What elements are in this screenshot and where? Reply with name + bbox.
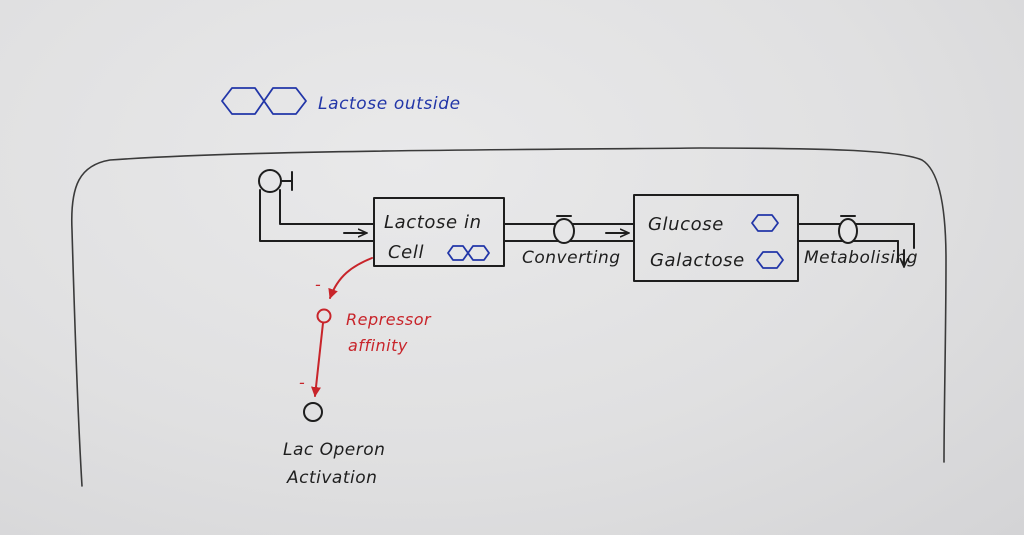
converting-valve-icon[interactable] bbox=[553, 215, 575, 244]
repressor-affinity-node[interactable] bbox=[316, 308, 332, 324]
metabolising-label: Metabolising bbox=[804, 248, 918, 268]
inflow-pipe bbox=[259, 189, 375, 242]
polarity-repressor-to-operon: - bbox=[299, 373, 305, 392]
link-repressor-to-operon bbox=[311, 322, 324, 397]
galactose-molecule-icon bbox=[756, 251, 784, 269]
lac-operon-activation-node[interactable] bbox=[303, 402, 323, 422]
stock-glucose-galactose[interactable]: Glucose Galactose bbox=[633, 194, 799, 282]
lactose-in-cell-label-1: Lactose in bbox=[384, 212, 482, 233]
lac-operon-activation-label-1: Lac Operon bbox=[283, 440, 385, 460]
glucose-label: Glucose bbox=[648, 214, 724, 235]
converting-label: Converting bbox=[522, 248, 621, 268]
metabolising-valve-icon[interactable] bbox=[838, 215, 858, 244]
repressor-affinity-label-2: affinity bbox=[348, 336, 408, 355]
polarity-lactose-to-repressor: - bbox=[315, 275, 321, 294]
repressor-affinity-label-1: Repressor bbox=[346, 310, 432, 329]
inflow-valve-icon bbox=[258, 169, 293, 193]
stock-lactose-in-cell[interactable]: Lactose in Cell bbox=[373, 197, 505, 267]
lac-operon-activation-label-2: Activation bbox=[286, 468, 377, 488]
cell-membrane bbox=[70, 147, 947, 487]
glucose-molecule-icon bbox=[751, 214, 779, 232]
galactose-label: Galactose bbox=[650, 250, 745, 271]
lactose-in-cell-label-2: Cell bbox=[388, 242, 424, 263]
lactose-outside-label: Lactose outside bbox=[318, 94, 461, 114]
lactose-molecule-icon bbox=[447, 245, 490, 261]
lactose-outside-icon bbox=[221, 87, 307, 115]
link-lactose-to-repressor bbox=[328, 257, 373, 299]
